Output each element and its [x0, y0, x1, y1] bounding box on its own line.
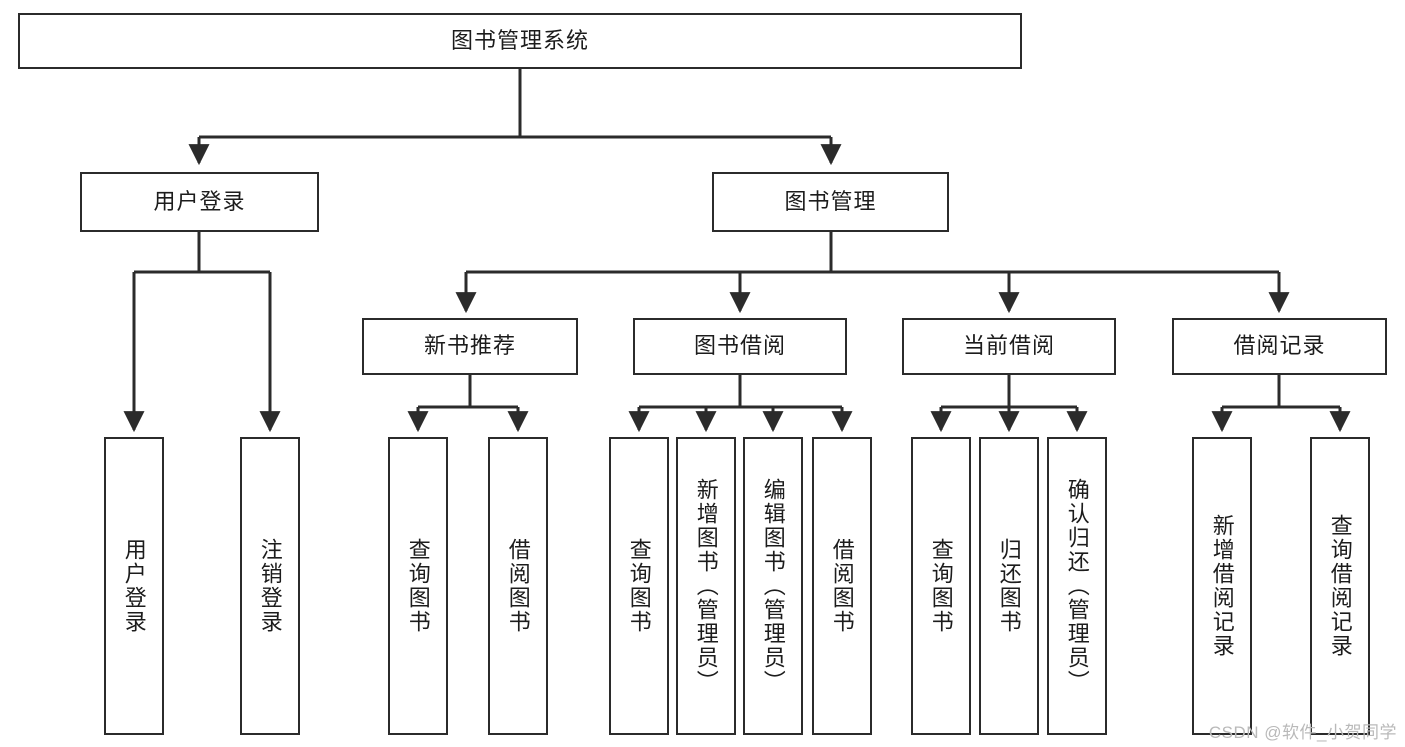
leaf-label: 用户登录	[121, 538, 147, 634]
node-new-book-recommend[interactable]: 新书推荐	[362, 318, 578, 375]
leaf-book-borrow-3[interactable]: 编辑图书（管理员）	[743, 437, 803, 735]
leaf-label: 确认归还（管理员）	[1064, 478, 1090, 694]
node-book-manage-label: 图书管理	[784, 188, 877, 214]
node-user-login-label: 用户登录	[153, 188, 246, 214]
leaf-current-borrow-2[interactable]: 归还图书	[979, 437, 1039, 735]
leaf-current-borrow-1[interactable]: 查询图书	[911, 437, 971, 735]
leaf-book-borrow-4[interactable]: 借阅图书	[812, 437, 872, 735]
leaf-label: 查询图书	[626, 538, 652, 634]
leaf-label: 新增图书（管理员）	[693, 478, 719, 694]
leaf-label: 归还图书	[996, 538, 1022, 634]
leaf-label: 查询借阅记录	[1327, 514, 1353, 658]
leaf-user-login-1[interactable]: 用户登录	[104, 437, 164, 735]
leaf-user-login-2[interactable]: 注销登录	[240, 437, 300, 735]
leaf-new-book-2[interactable]: 借阅图书	[488, 437, 548, 735]
node-root[interactable]: 图书管理系统	[18, 13, 1022, 69]
node-book-borrow-label: 图书借阅	[693, 333, 786, 359]
node-borrow-record[interactable]: 借阅记录	[1172, 318, 1387, 375]
leaf-label: 查询图书	[405, 538, 431, 634]
node-book-manage[interactable]: 图书管理	[712, 172, 949, 232]
leaf-book-borrow-1[interactable]: 查询图书	[609, 437, 669, 735]
leaf-borrow-record-1[interactable]: 新增借阅记录	[1192, 437, 1252, 735]
node-borrow-record-label: 借阅记录	[1233, 333, 1326, 359]
watermark: CSDN @软件_小贺同学	[1208, 723, 1397, 742]
node-book-borrow[interactable]: 图书借阅	[633, 318, 847, 375]
node-root-label: 图书管理系统	[450, 27, 589, 53]
node-new-book-recommend-label: 新书推荐	[423, 333, 516, 359]
node-current-borrow[interactable]: 当前借阅	[902, 318, 1116, 375]
leaf-label: 借阅图书	[505, 538, 531, 634]
node-user-login[interactable]: 用户登录	[80, 172, 319, 232]
leaf-label: 查询图书	[928, 538, 954, 634]
leaf-label: 注销登录	[257, 538, 283, 634]
leaf-book-borrow-2[interactable]: 新增图书（管理员）	[676, 437, 736, 735]
leaf-new-book-1[interactable]: 查询图书	[388, 437, 448, 735]
leaf-label: 新增借阅记录	[1209, 514, 1235, 658]
leaf-current-borrow-3[interactable]: 确认归还（管理员）	[1047, 437, 1107, 735]
node-current-borrow-label: 当前借阅	[962, 333, 1055, 359]
leaf-label: 编辑图书（管理员）	[760, 478, 786, 694]
leaf-borrow-record-2[interactable]: 查询借阅记录	[1310, 437, 1370, 735]
leaf-label: 借阅图书	[829, 538, 855, 634]
